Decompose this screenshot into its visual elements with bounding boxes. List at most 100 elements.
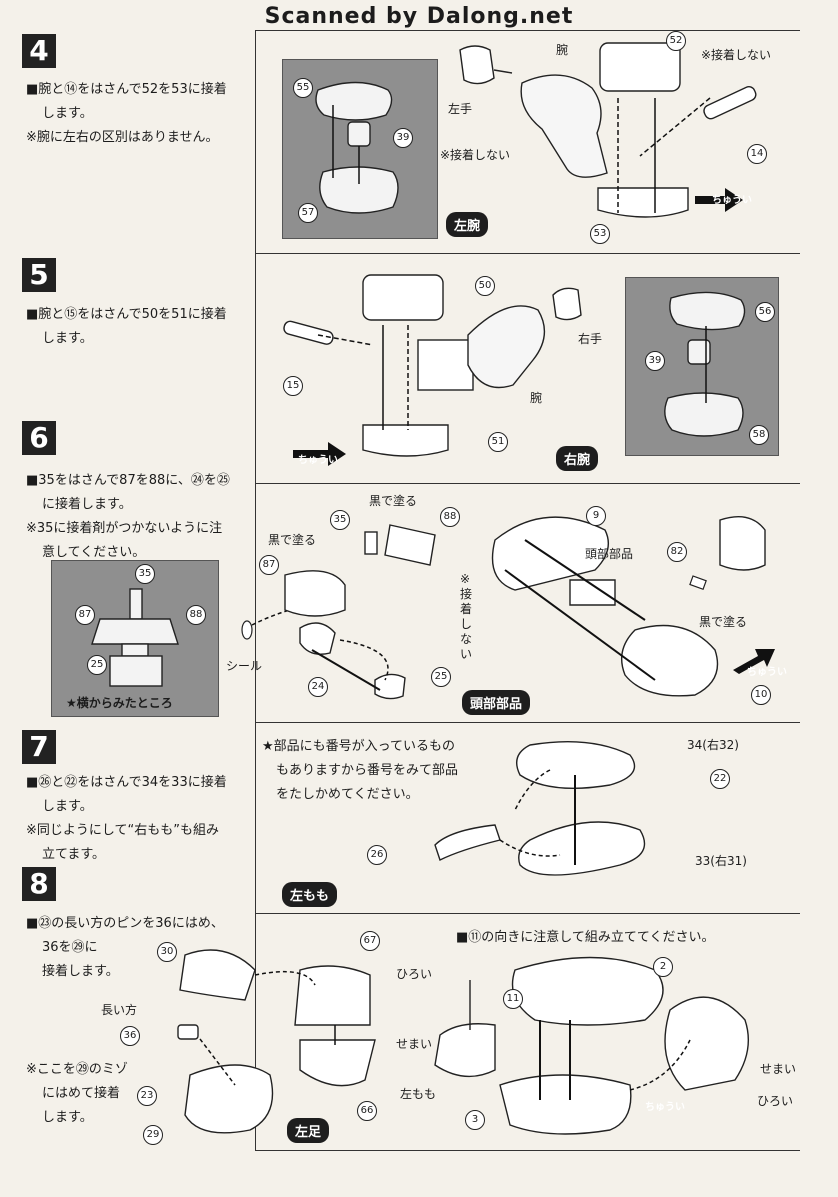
groove-note-line1: ※ここを㉙のミゾ [26, 1062, 128, 1077]
step5-arm-label: 腕 [530, 391, 543, 405]
scan-watermark: Scanned by Dalong.net [264, 4, 574, 29]
left-leg-badge: 左足 [287, 1118, 330, 1143]
divider-top [255, 30, 800, 31]
part-67-label: 67 [360, 931, 380, 951]
step-number-6: 6 [22, 421, 56, 455]
part-14-label: 14 [747, 144, 767, 164]
side-view-caption: ★横からみたところ [66, 696, 173, 710]
step8-line3: 接着します。 [42, 964, 119, 979]
step7-line2: します。 [42, 799, 93, 814]
long-side-label: 長い方 [101, 1003, 138, 1017]
step4-arm-label: 腕 [556, 43, 569, 57]
left-thigh-label: 左もも [400, 1087, 437, 1101]
step7-instructions: ■㉖と㉒をはさんで34を33に接着 します。 ※同じようにして“右もも”も組み … [26, 771, 227, 867]
left-thigh-badge: 左もも [282, 882, 338, 907]
divider-vertical [255, 30, 256, 1150]
step7-line3: ※同じようにして“右もも”も組み [26, 823, 219, 838]
step8-line2: 36を㉙に [42, 940, 98, 955]
part-55-label: 55 [293, 78, 313, 98]
divider-6-7 [255, 722, 800, 723]
paint-black-label-2: 黒で塗る [268, 533, 317, 547]
step8-instructions: ■㉓の長い方のピンを36にはめ、 36を㉙に 接着します。 [26, 912, 224, 984]
step6-line2: に接着します。 [42, 497, 132, 512]
wide-label-1: ひろい [396, 967, 433, 981]
step4-instructions: ■腕と⑭をはさんで52を53に接着 します。 ※腕に左右の区別はありません。 [26, 78, 227, 150]
part-88-side-label: 88 [186, 605, 206, 625]
step8-leg-left-drawing [177, 949, 376, 1134]
step7-line1: ■㉖と㉒をはさんで34を33に接着 [26, 775, 227, 790]
no-glue-label-mid: ※接着しない [440, 148, 511, 162]
left-arm-badge: 左腕 [446, 212, 489, 237]
step6-side-view-panel [51, 560, 219, 717]
step-number-4: 4 [22, 34, 56, 68]
step6-instructions: ■35をはさんで87を88に、㉔を㉕ に接着します。 ※35に接着剤がつかないよ… [26, 469, 230, 565]
step5-caution-label: ちゅうい [298, 455, 338, 466]
step6-caution-label: ちゅうい [747, 667, 787, 678]
divider-7-8 [255, 913, 800, 914]
right-arm-badge: 右腕 [556, 446, 599, 471]
step-number-5: 5 [22, 258, 56, 292]
step6-side-view-drawing [91, 588, 179, 687]
part-29-label: 29 [143, 1125, 163, 1145]
part-39-label: 39 [393, 128, 413, 148]
divider-5-6 [255, 483, 800, 484]
wide-label-2: ひろい [757, 1094, 794, 1108]
step6-line3: ※35に接着剤がつかないように注 [26, 521, 223, 536]
part-25-label: 25 [431, 667, 451, 687]
step7-star-note: ★部品にも番号が入っているもの もありますから番号をみて部品 をたしかめてくださ… [262, 735, 458, 807]
right-hand-label: 右手 [578, 332, 603, 346]
part-82-label: 82 [667, 542, 687, 562]
step8-leg-right-drawing [434, 956, 750, 1135]
part-35-side-label: 35 [135, 564, 155, 584]
part-26-label: 26 [367, 845, 387, 865]
step8-orientation-note: ■⑪の向きに注意して組み立ててください。 [456, 930, 715, 945]
part-53-label: 53 [590, 224, 610, 244]
part-36-label: 36 [120, 1026, 140, 1046]
part-66-label: 66 [357, 1101, 377, 1121]
step4-caution-label: ちゅうい [712, 195, 752, 206]
step4-line1: ■腕と⑭をはさんで52を53に接着 [26, 82, 227, 97]
step6-line4: 意してください。 [42, 545, 146, 560]
part-23-label: 23 [137, 1086, 157, 1106]
step7-line4: 立てます。 [42, 847, 106, 862]
step5-instructions: ■腕と⑮をはさんで50を51に接着 します。 [26, 303, 227, 351]
head-parts-badge: 頭部部品 [462, 690, 531, 715]
no-glue-label-top: ※接着しない [701, 48, 772, 62]
divider-4-5 [255, 253, 800, 254]
part-11-label: 11 [503, 989, 523, 1009]
part-24-label: 24 [308, 677, 328, 697]
part-50-label: 50 [475, 276, 495, 296]
head-parts-label: 頭部部品 [585, 547, 634, 561]
part-51-label: 51 [488, 432, 508, 452]
paint-black-label-1: 黒で塗る [369, 494, 418, 508]
seal-label: シール [226, 659, 263, 673]
part-56-label: 56 [755, 302, 775, 322]
step-number-8: 8 [22, 867, 56, 901]
part-33-label: 33(右31) [695, 854, 747, 868]
step6-head-assembly-drawing [491, 516, 775, 697]
step5-line2: します。 [42, 331, 93, 346]
part-34-label: 34(右32) [687, 738, 739, 752]
narrow-label-2: せまい [760, 1062, 797, 1076]
part-88-label: 88 [440, 507, 460, 527]
groove-note-line3: します。 [42, 1110, 93, 1125]
part-87-label: 87 [259, 555, 279, 575]
step6-line1: ■35をはさんで87を88に、㉔を㉕ [26, 473, 230, 488]
star-note-line1: ★部品にも番号が入っているもの [262, 739, 456, 754]
part-2-label: 2 [653, 957, 673, 977]
step8-caution-label: ちゅうい [645, 1102, 685, 1113]
step5-arm-assembly-drawing [283, 274, 582, 466]
step4-note: ※腕に左右の区別はありません。 [26, 130, 219, 145]
left-hand-label: 左手 [448, 102, 473, 116]
star-note-line3: をたしかめてください。 [276, 787, 419, 802]
part-15-label: 15 [283, 376, 303, 396]
part-10-label: 10 [751, 685, 771, 705]
part-52-label: 52 [666, 31, 686, 51]
step8-groove-note: ※ここを㉙のミゾ にはめて接着 します。 [26, 1058, 128, 1130]
part-30-label: 30 [157, 942, 177, 962]
step5-line1: ■腕と⑮をはさんで50を51に接着 [26, 307, 227, 322]
step5-hand-parts-drawing [664, 291, 746, 437]
paint-black-label-3: 黒で塗る [699, 615, 748, 629]
step8-line1: ■㉓の長い方のピンを36にはめ、 [26, 916, 224, 931]
step-number-7: 7 [22, 730, 56, 764]
